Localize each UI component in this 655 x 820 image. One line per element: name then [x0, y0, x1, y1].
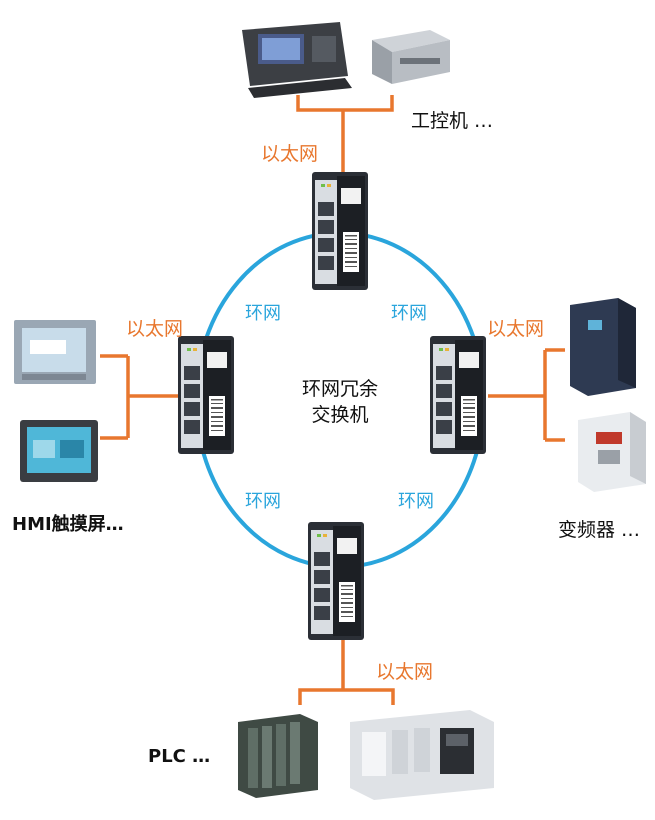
- ring-label-bottom-right: 环网: [398, 491, 434, 512]
- ethernet-label-bottom: 以太网: [376, 661, 434, 683]
- ethernet-label-top: 以太网: [261, 143, 319, 165]
- hmi-panel-bottom-image: [20, 420, 98, 482]
- ethernet-label-right: 以太网: [487, 318, 545, 340]
- ring-label-top-right: 环网: [391, 303, 427, 324]
- center-title: 环网冗余 交换机: [290, 376, 390, 428]
- device-label-ipc: 工控机 …: [411, 110, 494, 132]
- vfd-small-image: [578, 412, 646, 492]
- plc-modular-image: [350, 710, 494, 800]
- center-title-line2: 交换机: [311, 404, 369, 426]
- device-label-vfd: 变频器 …: [558, 519, 641, 541]
- switch-left: [178, 336, 234, 454]
- ethernet-label-left: 以太网: [126, 318, 184, 340]
- ring-label-top-left: 环网: [245, 303, 281, 324]
- hmi-panel-top-image: [14, 320, 96, 384]
- switch-top: [312, 172, 368, 290]
- plc-siemens-image: [238, 714, 318, 798]
- industrial-pc-box-image: [372, 30, 450, 84]
- device-label-plc: PLC …: [148, 746, 211, 767]
- center-title-line1: 环网冗余: [301, 378, 378, 400]
- vfd-large-image: [570, 298, 636, 396]
- ethernet-links: [100, 95, 565, 705]
- switch-right: [430, 336, 486, 454]
- device-label-hmi: HMI触摸屏…: [12, 514, 124, 535]
- industrial-pc-rack-image: [242, 22, 352, 98]
- switch-bottom: [308, 522, 364, 640]
- ring-label-bottom-left: 环网: [245, 491, 281, 512]
